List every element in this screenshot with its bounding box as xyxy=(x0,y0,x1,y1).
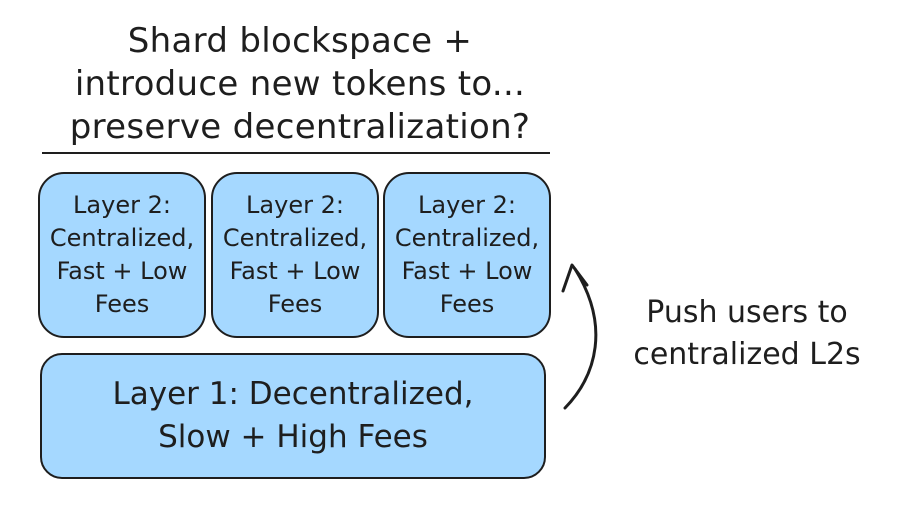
layer2-box-1: Layer 2: Centralized, Fast + Low Fees xyxy=(38,172,206,338)
layer1-box: Layer 1: Decentralized, Slow + High Fees xyxy=(40,353,546,479)
layer1-box-line-1: Layer 1: Decentralized, xyxy=(112,376,474,412)
layer2-box-2-line-2: Centralized, xyxy=(222,224,368,252)
layer2-box-1-line-4: Fees xyxy=(94,290,150,318)
layer2-box-2-line-1: Layer 2: xyxy=(246,191,344,219)
layer2-box-3: Layer 2: Centralized, Fast + Low Fees xyxy=(383,172,551,338)
push-users-label: Push users to centralized L2s xyxy=(612,292,882,376)
layer2-box-1-line-3: Fast + Low xyxy=(56,257,188,285)
layer2-box-2: Layer 2: Centralized, Fast + Low Fees xyxy=(211,172,379,338)
layer2-box-3-line-4: Fees xyxy=(439,290,495,318)
layer2-box-3-line-3: Fast + Low xyxy=(401,257,533,285)
title-line-2: introduce new tokens to... xyxy=(74,64,526,104)
curved-up-arrow-icon xyxy=(561,263,598,410)
layer1-box-line-2: Slow + High Fees xyxy=(158,419,428,455)
layer2-box-2-line-3: Fast + Low xyxy=(229,257,361,285)
layer2-box-1-line-2: Centralized, xyxy=(49,224,195,252)
arrow-shaft xyxy=(563,267,598,410)
side-label-line-1: Push users to xyxy=(646,295,848,330)
layer2-box-1-line-1: Layer 2: xyxy=(73,191,171,219)
title-line-1: Shard blockspace + xyxy=(127,21,473,61)
layer2-box-3-line-1: Layer 2: xyxy=(418,191,516,219)
side-label-line-2: centralized L2s xyxy=(633,337,861,372)
arrow-head xyxy=(561,263,589,293)
title-line-3: preserve decentralization? xyxy=(69,107,531,147)
layer2-box-3-line-2: Centralized, xyxy=(394,224,540,252)
diagram-title: Shard blockspace + introduce new tokens … xyxy=(40,20,560,149)
title-divider xyxy=(42,152,550,154)
layer2-box-2-line-4: Fees xyxy=(267,290,323,318)
